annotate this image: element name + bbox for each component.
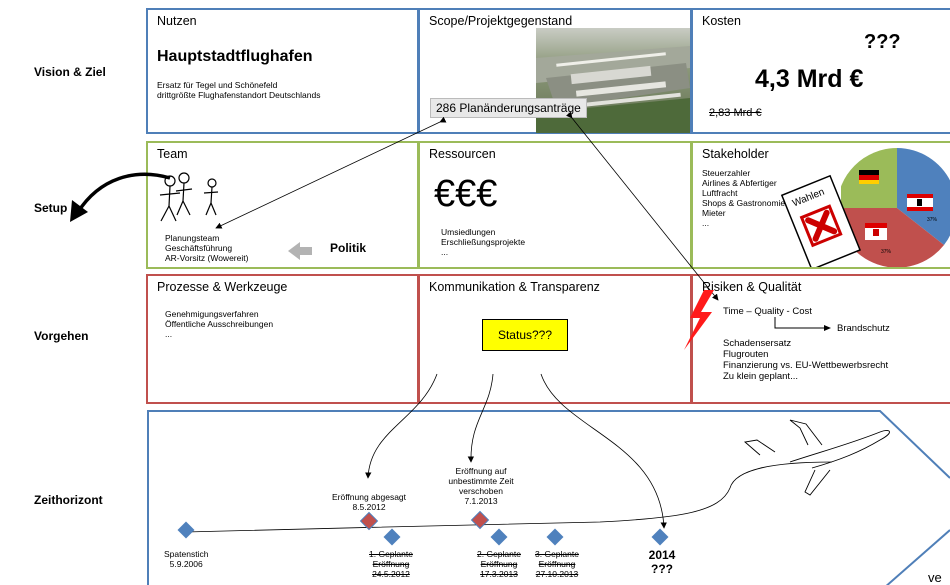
team-line: Planungsteam xyxy=(165,233,220,243)
label-line: Eröffnung auf xyxy=(455,466,507,476)
sketch-plane-icon xyxy=(743,419,890,496)
stick-figures-icon xyxy=(159,172,219,222)
label-line: 7.1.2013 xyxy=(464,496,498,506)
label-geplant-3: 3. Geplante Eröffnung 27.10.2013 xyxy=(524,549,590,579)
label-line: 2. Geplante xyxy=(477,549,521,559)
row-label-vision: Vision & Ziel xyxy=(34,65,106,79)
label-line: unbestimmte Zeit xyxy=(448,476,514,486)
kosten-title: Kosten xyxy=(702,14,741,28)
diamond-verschoben xyxy=(470,510,490,530)
nutzen-line: Ersatz für Tegel und Schönefeld xyxy=(157,80,278,90)
kosten-amount: 4,3 Mrd € xyxy=(755,65,864,93)
label-line: 27.10.2013 xyxy=(535,569,579,579)
scope-callout: 286 Planänderungsanträge xyxy=(430,98,587,118)
risiken-tqc: Time – Quality - Cost xyxy=(723,306,812,317)
arrow-left-icon xyxy=(288,242,312,260)
link-scope-team xyxy=(215,116,447,229)
team-line: Geschäftsführung xyxy=(165,243,233,253)
ressourcen-line: Umsiedlungen xyxy=(441,227,496,237)
diamond-2014 xyxy=(651,528,669,546)
status-curve-1 xyxy=(365,373,438,479)
risiken-line: Flugrouten xyxy=(723,349,769,360)
label-line: Eröffnung xyxy=(480,559,518,569)
timeline-line xyxy=(185,461,833,533)
diamond-geplant-3 xyxy=(546,528,564,546)
row-label-setup: Setup xyxy=(34,201,68,215)
team-politik: Politik xyxy=(330,241,367,255)
label-line: Spatenstich xyxy=(164,549,209,559)
team-line: AR-Vorsitz (Wowereit) xyxy=(165,253,249,263)
label-line: Eröffnung abgesagt xyxy=(331,492,407,502)
diamond-spatenstich xyxy=(177,521,195,539)
stakeholder-line: Airlines & Abfertiger xyxy=(702,178,777,188)
prozesse-line: Genehmigungsverfahren xyxy=(165,309,259,319)
nutzen-line: drittgrößte Flughafenstandort Deutschlan… xyxy=(157,90,321,100)
label-abgesagt: Eröffnung abgesagt 8.5.2012 xyxy=(326,492,412,512)
setup-arrow xyxy=(76,172,171,213)
scope-title: Scope/Projektgegenstand xyxy=(429,14,573,28)
prozesse-line: Öffentliche Ausschreibungen xyxy=(165,319,274,329)
label-geplant-1: 1. Geplante Eröffnung 24.5.2012 xyxy=(358,549,424,579)
kosten-question: ??? xyxy=(864,31,901,53)
stakeholder-line: Steuerzahler xyxy=(702,168,751,178)
kosten-old-amount: 2,83 Mrd € xyxy=(709,107,762,119)
label-line: ??? xyxy=(651,562,673,576)
nutzen-headline: Hauptstadtflughafen xyxy=(157,48,313,65)
diamond-abgesagt xyxy=(359,511,379,531)
pie-label: 37% xyxy=(881,249,892,255)
ressourcen-line: ... xyxy=(441,247,449,257)
label-2014: 2014 ??? xyxy=(640,548,684,576)
arrow-right-icon xyxy=(774,317,831,331)
label-line: 2014 xyxy=(648,548,676,562)
diamond-geplant-2 xyxy=(490,528,508,546)
kosten-box: Kosten ??? 4,3 Mrd € 2,83 Mrd € xyxy=(691,8,950,134)
label-line: 17.3.2013 xyxy=(480,569,518,579)
label-line: 8.5.2012 xyxy=(352,502,386,512)
status-curve-3 xyxy=(540,373,667,529)
prozesse-title: Prozesse & Werkzeuge xyxy=(157,280,288,294)
stakeholder-pie-chart: 37% 37% xyxy=(841,148,950,267)
label-line: Eröffnung xyxy=(372,559,410,569)
row-label-zeithorizont: Zeithorizont xyxy=(34,493,103,507)
stakeholder-line: Luftfracht xyxy=(702,188,738,198)
label-line: Eröffnung xyxy=(538,559,576,569)
setup-arrowhead xyxy=(70,200,88,222)
risiken-brandschutz: Brandschutz xyxy=(837,323,890,334)
risiken-title: Risiken & Qualität xyxy=(702,280,802,294)
nutzen-box: Nutzen Hauptstadtflughafen Ersatz für Te… xyxy=(146,8,419,134)
risiken-line: Zu klein geplant... xyxy=(723,371,798,382)
label-line: verschoben xyxy=(459,486,503,496)
status-curve-2 xyxy=(467,373,494,463)
ressourcen-line: Erschließungsprojekte xyxy=(441,237,526,247)
label-line: 1. Geplante xyxy=(369,549,413,559)
label-spatenstich: Spatenstich 5.9.2006 xyxy=(164,549,208,569)
prozesse-line: ... xyxy=(165,329,173,339)
label-geplant-2: 2. Geplante Eröffnung 17.3.2013 xyxy=(466,549,532,579)
risiken-line: Schadensersatz xyxy=(723,338,792,349)
link-scope-risiken xyxy=(565,111,719,301)
row-label-vorgehen: Vorgehen xyxy=(34,329,89,343)
label-line: 5.9.2006 xyxy=(169,559,203,569)
label-verschoben: Eröffnung auf unbestimmte Zeit verschobe… xyxy=(438,466,524,506)
pie-label: 37% xyxy=(927,217,938,223)
label-line: 3. Geplante xyxy=(535,549,579,559)
label-line: 24.5.2012 xyxy=(372,569,410,579)
wahlen-ballot-icon: Wahlen xyxy=(780,174,861,267)
prozesse-box: Prozesse & Werkzeuge Genehmigungsverfahr… xyxy=(146,274,419,404)
corner-text: ve xyxy=(928,570,942,585)
lightning-icon xyxy=(684,290,714,350)
stakeholder-box: Stakeholder 37% 37% Steuerzahler Airline… xyxy=(691,141,950,269)
risiken-line: Finanzierung vs. EU-Wettbewerbsrecht xyxy=(723,360,889,371)
diamond-geplant-1 xyxy=(383,528,401,546)
status-box: Status??? xyxy=(482,319,568,351)
risiken-box: Risiken & Qualität Time – Quality - Cost… xyxy=(691,274,950,404)
nutzen-title: Nutzen xyxy=(157,14,197,28)
stakeholder-title: Stakeholder xyxy=(702,147,769,161)
team-title: Team xyxy=(157,147,188,161)
kommunikation-title: Kommunikation & Transparenz xyxy=(429,280,600,294)
stakeholder-line: Shops & Gastronomie xyxy=(702,198,786,208)
